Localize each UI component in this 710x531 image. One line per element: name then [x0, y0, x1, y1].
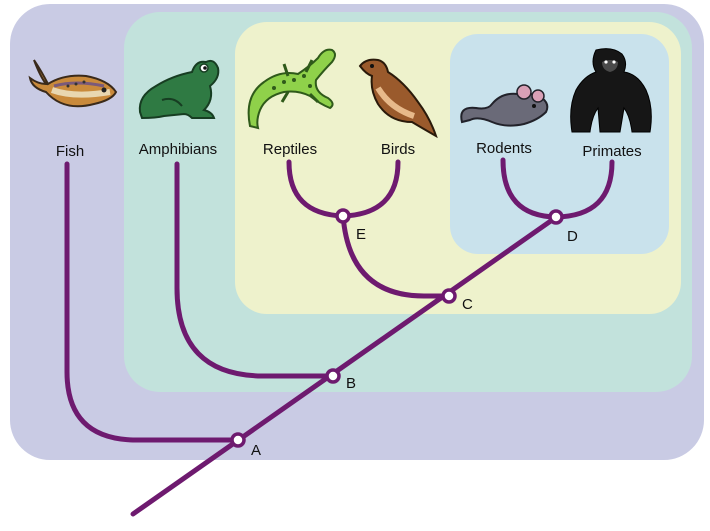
fish-icon	[28, 59, 118, 108]
node-e-marker	[335, 208, 351, 224]
birds-branch	[340, 159, 401, 219]
taxon-label-amphibians: Amphibians	[138, 141, 218, 158]
taxon-label-primates: Primates	[582, 143, 642, 160]
lizard-icon	[247, 48, 336, 130]
reptiles-branch	[286, 159, 346, 219]
node-a-marker	[230, 432, 246, 448]
rodents-branch	[500, 157, 559, 220]
mouse-icon	[460, 84, 549, 127]
frog-icon	[138, 59, 220, 120]
taxon-label-birds: Birds	[380, 141, 416, 158]
fish-branch	[64, 161, 241, 443]
node-c-marker	[441, 288, 457, 304]
node-label-b: B	[346, 375, 357, 392]
node-b-marker	[325, 368, 341, 384]
ec-branch	[340, 212, 452, 299]
node-label-e: E	[356, 226, 367, 243]
node-label-c: C	[462, 296, 473, 313]
amphibians-branch	[174, 161, 336, 379]
taxon-label-reptiles: Reptiles	[262, 141, 318, 158]
trunk-branch	[130, 215, 558, 517]
node-d-marker	[548, 209, 564, 225]
gorilla-icon	[570, 48, 652, 133]
primates-branch	[553, 159, 615, 220]
node-label-a: A	[251, 442, 262, 459]
node-label-d: D	[567, 228, 578, 245]
taxon-label-rodents: Rodents	[476, 140, 532, 157]
bird-icon	[358, 58, 438, 139]
taxon-label-fish: Fish	[55, 143, 85, 160]
